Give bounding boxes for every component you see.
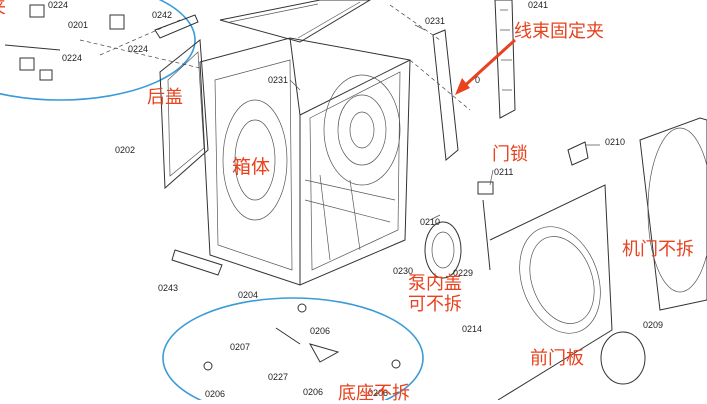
part-0209-ring [600,331,646,385]
part-number-0231-b: 0231 [268,75,289,85]
harness-clip-strip [432,29,459,161]
part-number-0204: 0204 [238,290,259,300]
annotation-pump-cover-line1: 泵内盖 [408,273,462,294]
part-number-0224-b: 0224 [128,44,149,54]
part-0211 [477,181,494,195]
part-number-0202: 0202 [115,145,136,155]
annotation-door-partial: 机门不拆 [622,239,694,260]
part-number-0206-c: 0206 [205,389,226,399]
annotation-cabinet: 箱体 [232,156,271,178]
annotation-pump-cover-line2: 可不拆 [408,294,462,315]
annotation-clip-partial: 夹 [0,0,6,18]
part-number-0227: 0227 [268,372,289,382]
part-number-0207: 0207 [230,342,251,352]
right-bracket [494,0,516,119]
part-number-0241: 0241 [528,0,549,10]
machine-door [639,117,707,311]
part-number-0243: 0243 [158,283,179,293]
part-number-0210-b: 0210 [420,217,441,227]
annotation-door-lock: 门锁 [492,144,528,165]
highlight-ellipse-top-left [0,0,196,101]
part-number-0206-a: 0206 [310,326,331,336]
part-number-0231-a: 0231 [425,16,446,26]
part-number-0214: 0214 [462,324,483,334]
part-number-0206-d: 0206 [368,388,389,398]
top-panel [219,0,371,43]
door-lock-part [567,141,589,166]
rear-cover [159,39,209,190]
annotation-front-panel: 前门板 [530,348,584,369]
highlight-ellipse-bottom [162,297,424,400]
pump-inner-cover [424,221,462,279]
part-number-0224-a: 0224 [48,0,69,10]
part-0243 [171,249,223,276]
part-number-0201: 0201 [68,20,89,30]
part-number-0230: 0230 [393,266,414,276]
part-number-0224-c: 0224 [62,53,83,63]
part-number-0242: 0242 [152,10,173,20]
annotation-rear-cover: 后盖 [147,87,183,108]
part-number-0210-a: 0210 [605,137,626,147]
front-panel [489,184,613,400]
part-number-0209: 0209 [643,320,664,330]
part-number-0240-partial: 0 [475,75,481,85]
annotation-harness-clip: 线束固定夹 [514,21,604,42]
part-number-0229: 0229 [453,268,474,278]
part-number-0211: 0211 [494,167,514,177]
harness-arrow [458,38,517,92]
part-number-0206-b: 0206 [303,387,324,397]
annotation-base-partial: 底座不拆 [338,383,410,404]
